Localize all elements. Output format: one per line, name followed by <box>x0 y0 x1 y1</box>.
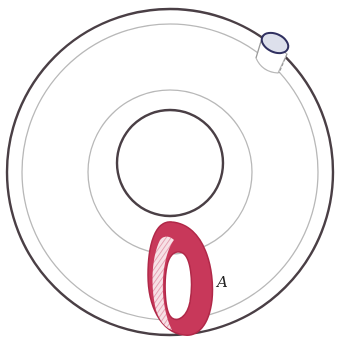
label-a: A <box>215 273 228 291</box>
tube-cap-icon <box>255 31 290 74</box>
inner-boundary-circle <box>115 108 225 218</box>
outer-boundary-circle <box>5 7 335 337</box>
band-a-shape <box>147 221 214 336</box>
